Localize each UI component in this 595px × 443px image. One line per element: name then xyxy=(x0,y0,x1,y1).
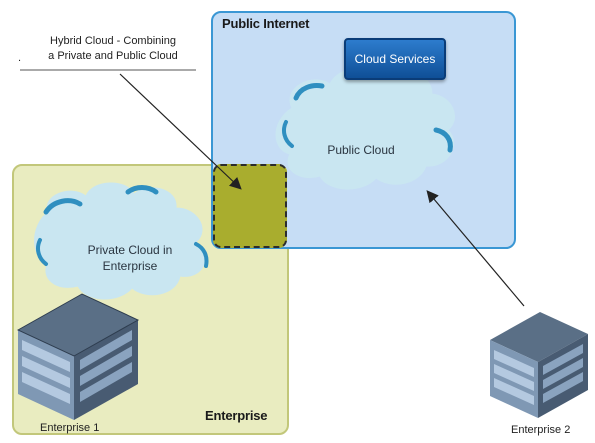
enterprise-title: Enterprise xyxy=(205,408,268,423)
private-cloud-label: Private Cloud in Enterprise xyxy=(70,242,190,274)
enterprise2-connection-arrow xyxy=(426,190,525,307)
cloud-services-button[interactable]: Cloud Services xyxy=(344,38,446,80)
enterprise2-building-icon xyxy=(490,312,588,418)
hybrid-cloud-callout: Hybrid Cloud - Combining a Private and P… xyxy=(28,34,198,64)
callout-arrow xyxy=(119,73,242,190)
private-cloud-label-line-2: Enterprise xyxy=(102,259,158,273)
callout-line-1: Hybrid Cloud - Combining xyxy=(50,35,176,47)
private-cloud-icon xyxy=(34,182,209,300)
callout-bullet: . xyxy=(18,52,22,64)
enterprise1-label: Enterprise 1 xyxy=(40,422,100,434)
enterprise1-building-icon xyxy=(16,293,140,420)
callout-line-2: a Private and Public Cloud xyxy=(48,50,178,62)
hybrid-overlap-zone xyxy=(213,164,287,248)
public-cloud-label: Public Cloud xyxy=(327,143,395,157)
public-internet-title: Public Internet xyxy=(222,16,310,31)
enterprise2-label: Enterprise 2 xyxy=(511,424,571,436)
private-cloud-label-line-1: Private Cloud in xyxy=(87,243,173,257)
public-cloud-icon xyxy=(275,67,455,190)
